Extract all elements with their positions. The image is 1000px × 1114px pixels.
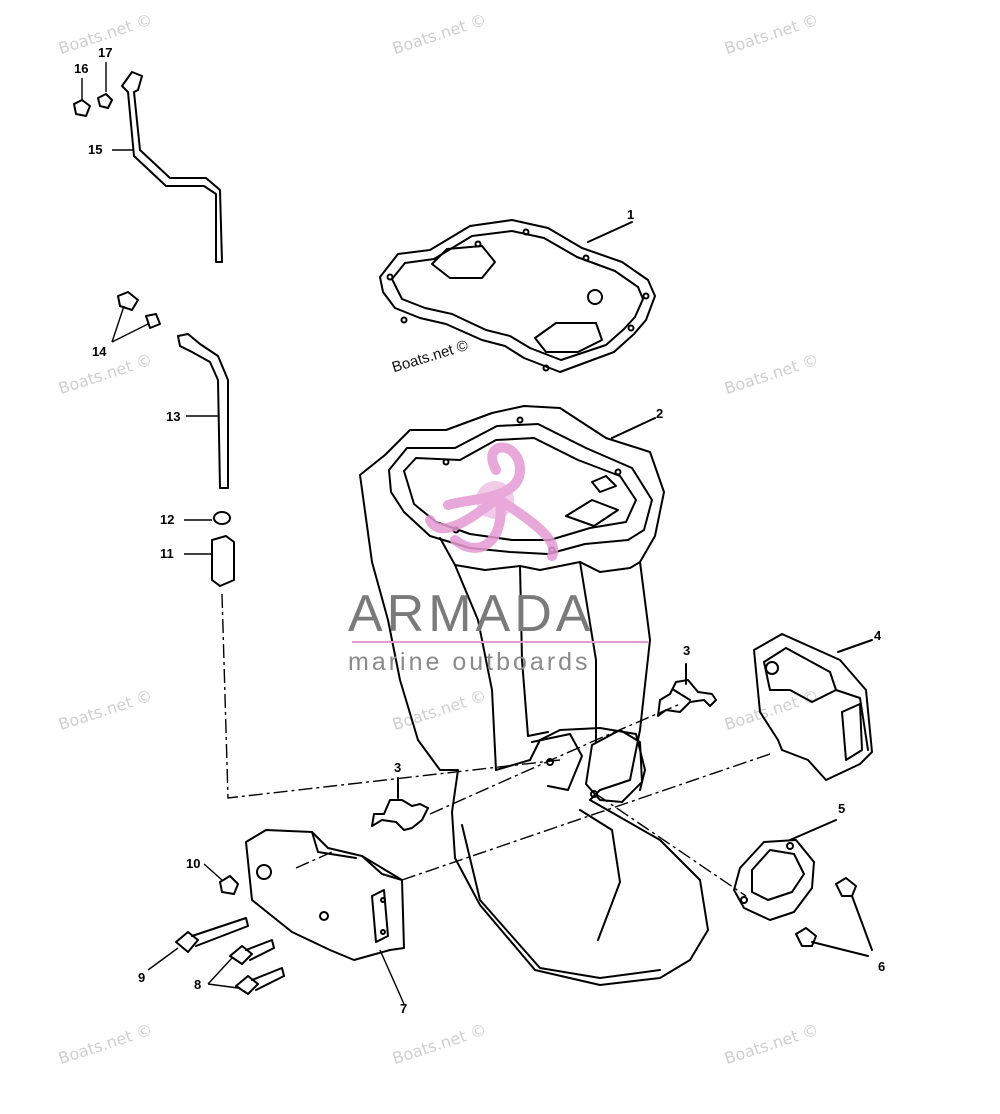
callout-13: 13 bbox=[166, 409, 181, 424]
brand-name: ARMADA bbox=[348, 585, 595, 643]
nut-part-10 bbox=[219, 875, 239, 895]
screw-part-6 bbox=[795, 877, 873, 957]
callout-9: 9 bbox=[138, 970, 146, 985]
callout-leaders bbox=[81, 62, 405, 1005]
callout-12: 12 bbox=[160, 512, 175, 527]
callout-17: 17 bbox=[98, 45, 113, 60]
rubber-mount-part-3-left bbox=[371, 777, 429, 831]
cover-plate-part-5 bbox=[733, 819, 837, 921]
bolt-part-9 bbox=[175, 917, 249, 953]
callout-15: 15 bbox=[88, 142, 103, 157]
mount-bracket-part-7 bbox=[245, 829, 405, 961]
gasket-part-1 bbox=[379, 219, 656, 373]
callout-6: 6 bbox=[878, 959, 886, 974]
callout-14: 14 bbox=[92, 344, 107, 359]
brand-tagline: marine outboards bbox=[348, 648, 591, 676]
spacer-part-11 bbox=[211, 535, 235, 587]
brand-rule bbox=[352, 641, 648, 643]
callout-5: 5 bbox=[838, 801, 846, 816]
armada-logo-mark bbox=[425, 442, 559, 561]
callout-7: 7 bbox=[400, 1001, 408, 1016]
callout-3: 3 bbox=[683, 643, 691, 658]
callout-1: 1 bbox=[627, 207, 635, 222]
mount-bracket-part-4 bbox=[753, 633, 873, 781]
assembly-lines bbox=[221, 593, 771, 897]
bolt-part-8 bbox=[229, 939, 285, 995]
link-rod-part-15 bbox=[121, 71, 223, 263]
callout-11: 11 bbox=[160, 546, 174, 561]
callout-3: 3 bbox=[394, 760, 402, 775]
callout-16: 16 bbox=[74, 61, 89, 76]
fitting-part-14 bbox=[117, 291, 161, 329]
rod-part-13 bbox=[177, 333, 229, 489]
driveshaft-housing-part-2 bbox=[359, 405, 709, 986]
callout-8: 8 bbox=[194, 977, 202, 992]
callout-10: 10 bbox=[186, 856, 201, 871]
rubber-mount-part-3-right bbox=[657, 663, 717, 717]
callout-4: 4 bbox=[874, 628, 882, 643]
washer-part-16 bbox=[73, 99, 91, 117]
nut-part-12 bbox=[213, 511, 231, 525]
washer-part-17 bbox=[97, 93, 113, 109]
callout-2: 2 bbox=[656, 406, 664, 421]
